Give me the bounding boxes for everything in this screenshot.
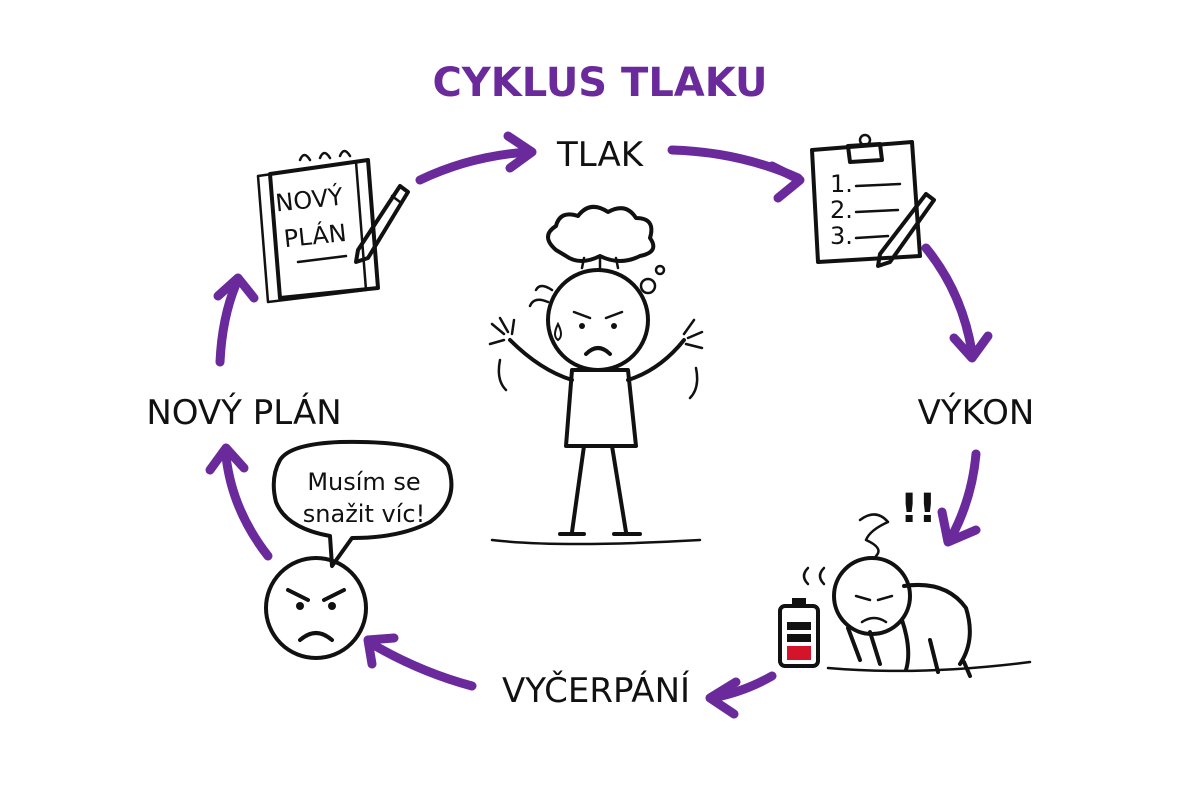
arrow-novy-plan-to-notepad [213, 273, 259, 367]
arrow-battery-to-vycerpani [705, 671, 777, 719]
angry-face-icon [264, 556, 368, 660]
arrow-notepad-to-tlak [415, 131, 537, 185]
speech-bubble-line2: snažit víc! [303, 500, 425, 528]
pencil-icon [354, 184, 410, 264]
notepad-text-line2: PLÁN [282, 218, 347, 253]
clipboard-item-3: 3. [830, 222, 853, 250]
speech-bubble: Musím se snažit víc! [271, 439, 454, 568]
stage-label-vykon: VÝKON [918, 392, 1035, 433]
notepad-icon: NOVÝ PLÁN [256, 149, 380, 304]
pencil-icon-clipboard [876, 192, 936, 268]
arrow-angry-face-to-novy-plan [205, 443, 273, 561]
arrow-tlak-to-clipboard [667, 145, 805, 203]
speech-bubble-line1: Musím se [307, 468, 420, 496]
stressed-face [528, 268, 650, 372]
stressed-figure [488, 204, 704, 546]
stage-label-novy-plan: NOVÝ PLÁN [146, 392, 341, 433]
clipboard-icon: 1. 2. 3. [810, 133, 922, 264]
stressed-body [488, 316, 704, 546]
notepad-text-line1: NOVÝ [274, 182, 344, 218]
exhausted-figure: !! [802, 486, 1032, 678]
battery-level-fill [787, 646, 811, 660]
arrow-vykon-to-exhausted [937, 449, 981, 547]
clipboard-item-1: 1. [830, 170, 853, 198]
clipboard-item-2: 2. [830, 196, 853, 224]
stage-label-vycerpani: VYČERPÁNÍ [502, 670, 690, 711]
exclamation-marks: !! [900, 486, 936, 532]
low-battery-icon [778, 598, 820, 668]
arrow-vycerpani-to-angry-face [363, 633, 477, 691]
arrow-clipboard-to-vykon [921, 243, 993, 363]
stage-label-tlak: TLAK [556, 135, 645, 175]
steam-cloud-icon [546, 204, 656, 272]
diagram-title: CYKLUS TLAKU [432, 60, 767, 106]
